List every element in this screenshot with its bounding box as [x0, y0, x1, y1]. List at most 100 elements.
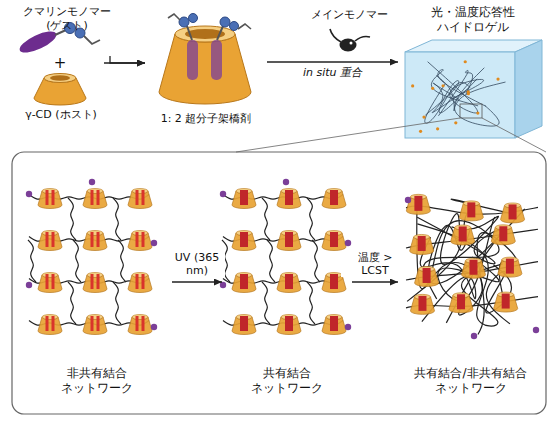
- coumarin-dimer: [499, 226, 507, 241]
- cube-side: [515, 40, 542, 138]
- polymer-chain: [113, 282, 121, 324]
- coumarin-unit: [52, 190, 55, 205]
- cd-crosslink: [277, 273, 301, 293]
- coumarin-end: [151, 324, 157, 330]
- cd-body: [277, 317, 301, 335]
- vinyl-group: [168, 14, 180, 20]
- hydrogel-group: 光・温度応答性 ハイドロゲル: [398, 3, 548, 140]
- cd-body: [410, 297, 434, 315]
- cd-body: [322, 275, 346, 293]
- monomer-eye: [350, 42, 353, 45]
- network: [26, 179, 157, 335]
- cd-crosslink: [461, 258, 485, 278]
- cd-rim: [87, 315, 103, 320]
- network-group: 共有結合/非共有結合 ネットワーク: [398, 165, 543, 398]
- cd-crosslink: [83, 315, 107, 335]
- crosslink-dot: [496, 77, 499, 80]
- cd-rim: [42, 315, 58, 320]
- cd-crosslink: [322, 189, 346, 209]
- cd-body: [451, 227, 475, 245]
- cd-crosslink: [322, 315, 346, 335]
- cd-crosslink: [410, 234, 434, 254]
- linker: [187, 26, 192, 40]
- main-monomer-label: メインモノマー: [306, 8, 392, 21]
- coumarin-dimer: [459, 226, 467, 241]
- coumarin-unit: [136, 232, 139, 247]
- cd-crosslink: [83, 231, 107, 251]
- polymer-chain: [262, 282, 270, 324]
- cd-body: [410, 237, 434, 255]
- cd-crosslink: [449, 293, 473, 313]
- cyclodextrin-icon: [34, 74, 86, 106]
- cd-rim: [132, 315, 148, 320]
- cd-crosslink: [410, 294, 434, 314]
- coumarin-end: [26, 282, 32, 288]
- coumarin-dimer: [330, 232, 338, 247]
- coumarin-dimer: [240, 316, 248, 331]
- sphere: [220, 17, 230, 27]
- coumarin-dimer: [285, 316, 293, 331]
- cd-crosslink: [232, 189, 256, 209]
- network: [220, 179, 351, 335]
- cd-crosslink: [128, 273, 152, 293]
- polymer-chain: [267, 240, 275, 282]
- coumarin-unit: [97, 316, 100, 331]
- coumarin-end: [283, 179, 289, 185]
- cd-crosslink: [128, 189, 152, 209]
- polymer-chain: [118, 240, 126, 282]
- coumarin-dimer: [506, 259, 514, 274]
- cd-body: [322, 317, 346, 335]
- coumarin-end: [151, 240, 157, 246]
- coumarin-unit: [46, 274, 49, 289]
- coumarin-unit: [52, 232, 55, 247]
- coumarin-end: [345, 324, 351, 330]
- cd-crosslink: [38, 273, 62, 293]
- coumarin-end: [26, 191, 32, 197]
- cd-rim: [87, 273, 103, 278]
- arrow-connector: [110, 56, 145, 63]
- cd-body: [322, 191, 346, 209]
- cd-crosslink: [322, 231, 346, 251]
- coumarin-end: [533, 327, 539, 333]
- vinyl-group: [238, 24, 251, 29]
- node-text: γ-CD (ホスト): [25, 108, 97, 122]
- cd-crosslink: [415, 266, 439, 286]
- cd-rim: [44, 74, 76, 83]
- network-group: 非共有結合 ネットワーク: [22, 165, 172, 398]
- coumarin-end: [405, 197, 411, 203]
- cd-crosslink: [498, 257, 522, 277]
- zoom-line: [482, 118, 546, 152]
- crosslink-dot: [431, 87, 434, 90]
- cd-crosslink: [232, 315, 256, 335]
- arrow-connector: [104, 62, 145, 63]
- monomer-tail: [330, 29, 341, 42]
- sphere: [179, 17, 189, 27]
- polymer-chain: [28, 240, 36, 282]
- cd-body: [322, 233, 346, 251]
- cd-crosslink: [406, 194, 430, 214]
- zoom-region: [460, 104, 482, 118]
- cd-rim: [42, 189, 58, 194]
- cd-crosslink: [277, 189, 301, 209]
- edge-label: in situ 重合: [301, 66, 364, 79]
- coumarin-unit: [46, 316, 49, 331]
- coumarin-dimer: [467, 202, 475, 217]
- polymer-chain: [73, 240, 81, 282]
- coumarin-dimer: [285, 190, 293, 205]
- cd-body: [461, 261, 485, 279]
- polymer-chain: [307, 198, 315, 240]
- crosslinker-group: 1: 2 超分子架橋剤: [145, 12, 267, 128]
- cd-rim: [87, 189, 103, 194]
- coumarin-unit: [142, 232, 145, 247]
- coumarin-dimer: [418, 236, 426, 251]
- node-text: 光・温度応答性 ハイドロゲル: [418, 5, 528, 35]
- polymer-chain: [425, 79, 477, 115]
- vinyl-group: [84, 36, 100, 44]
- cd-crosslink: [38, 315, 62, 335]
- cd-crosslink: [491, 225, 515, 245]
